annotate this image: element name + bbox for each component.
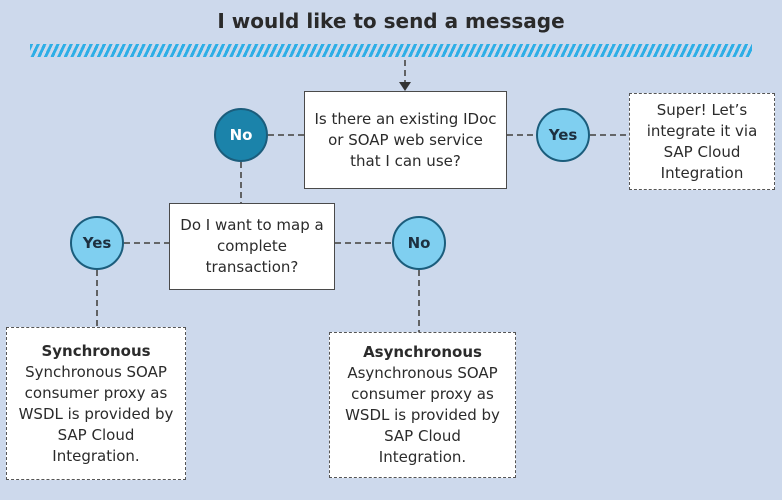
result-integrate-box: Super! Let’s integrate it via SAP Cloud … [629, 93, 775, 190]
no-node-complete: No [392, 216, 446, 270]
question-complete-transaction: Do I want to map a complete transaction? [169, 203, 335, 290]
synchronous-heading: Synchronous [41, 341, 151, 360]
yes-label: Yes [548, 126, 578, 144]
no-label: No [229, 126, 253, 144]
asynchronous-text: Asynchronous SOAP consumer proxy as WSDL… [345, 364, 500, 466]
synchronous-text: Synchronous SOAP consumer proxy as WSDL … [18, 362, 174, 465]
arrowhead [399, 82, 411, 91]
asynchronous-heading: Asynchronous [363, 343, 482, 361]
title-underline [30, 44, 752, 57]
yes-node-existing: Yes [536, 108, 590, 162]
yes-label: Yes [82, 234, 112, 252]
no-node-existing: No [214, 108, 268, 162]
synchronous-box: Synchronous Synchronous SOAP consumer pr… [6, 327, 186, 480]
question-existing-service: Is there an existing IDoc or SOAP web se… [304, 91, 507, 189]
yes-node-complete: Yes [70, 216, 124, 270]
diagram-title: I would like to send a message [217, 9, 565, 33]
asynchronous-box: Asynchronous Asynchronous SOAP consumer … [329, 332, 516, 478]
no-label: No [407, 234, 431, 252]
